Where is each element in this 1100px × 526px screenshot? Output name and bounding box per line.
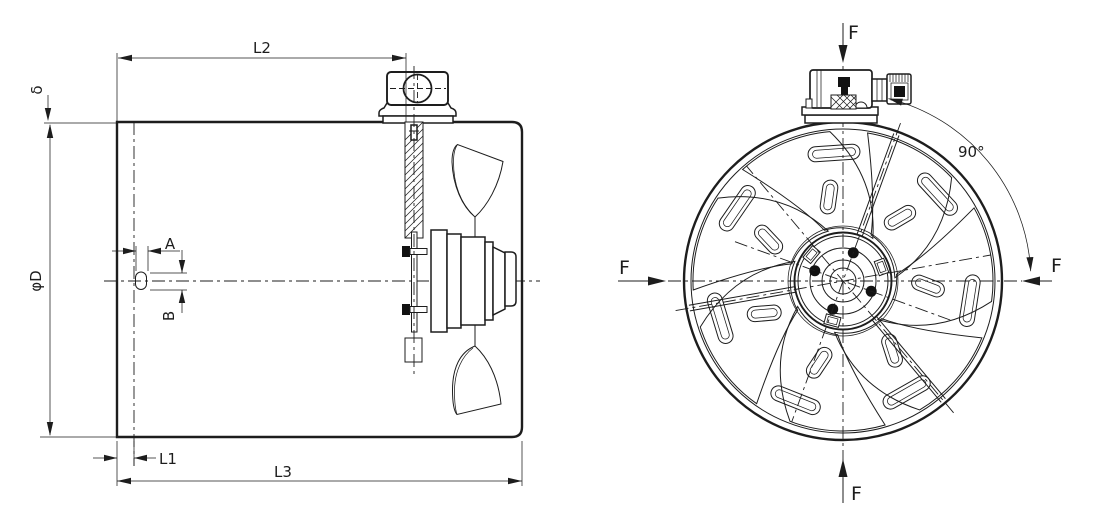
box-flange-lower: [804, 114, 878, 124]
force-label-left: F: [619, 257, 630, 279]
angle-arc: 90°: [888, 98, 1034, 272]
terminal-box-front: [801, 69, 912, 124]
dimension-phi-d: φD: [27, 124, 117, 438]
bolt-axis-160: [734, 241, 952, 321]
dim-label-l3: L3: [274, 463, 292, 481]
dimension-l1: L1: [93, 441, 177, 486]
motor-assembly: [430, 229, 517, 333]
checkered-block: [830, 94, 857, 110]
hub-clamp-tabs: [802, 244, 890, 328]
force-arrow-bottom: F: [838, 459, 862, 505]
mount-bolt-lower: [402, 304, 428, 315]
motor-rear-cone: [492, 245, 506, 317]
terminal-box-skirt: [378, 102, 457, 117]
dimension-a: A: [112, 235, 180, 271]
connector-ribs: [889, 74, 909, 82]
fan-blade-upper: [451, 143, 504, 237]
motor-end-cap: [504, 251, 517, 307]
dimension-l2: L2: [116, 39, 407, 122]
dim-label-phi-d: φD: [27, 270, 45, 291]
dimension-b: B: [150, 250, 187, 321]
dim-label-b: B: [160, 311, 178, 321]
fan-blade-lower: [451, 325, 502, 416]
flange-bolt: [805, 98, 813, 109]
centerlines: [668, 66, 1022, 503]
front-view: 90° F F F F: [618, 22, 1062, 505]
angle-label: 90°: [958, 143, 985, 161]
motor-mount: [402, 231, 428, 363]
force-label-top: F: [848, 22, 859, 44]
cable-gland: [871, 73, 912, 105]
force-arrow-right: F: [1022, 255, 1062, 286]
dim-label-l2: L2: [253, 39, 271, 57]
strut-axis-190: [675, 254, 991, 312]
force-arrow-left: F: [618, 257, 666, 286]
dim-label-delta: δ: [28, 85, 46, 94]
wall-port-hole: [135, 271, 147, 290]
mount-bracket-foot: [404, 337, 423, 363]
impeller-blade: [877, 192, 1012, 345]
strut-axis-70: [791, 122, 901, 423]
terminal-box-side: [378, 71, 457, 124]
duct-casing-outline: [115, 120, 524, 439]
dim-label-l1: L1: [159, 450, 177, 468]
terminal-stud: [838, 77, 850, 101]
mount-bolt-upper: [402, 246, 428, 257]
force-arrow-top: F: [838, 22, 859, 63]
force-label-bottom: F: [851, 483, 862, 505]
strut-axis-310: [746, 165, 954, 414]
dimension-delta: δ: [28, 85, 117, 124]
dimension-l3: L3: [117, 441, 523, 486]
support-struts: [688, 133, 946, 403]
force-label-right: F: [1051, 255, 1062, 277]
side-view: L2 δ φD A: [27, 39, 540, 486]
connector-window: [894, 86, 905, 97]
dim-label-a: A: [165, 235, 176, 253]
